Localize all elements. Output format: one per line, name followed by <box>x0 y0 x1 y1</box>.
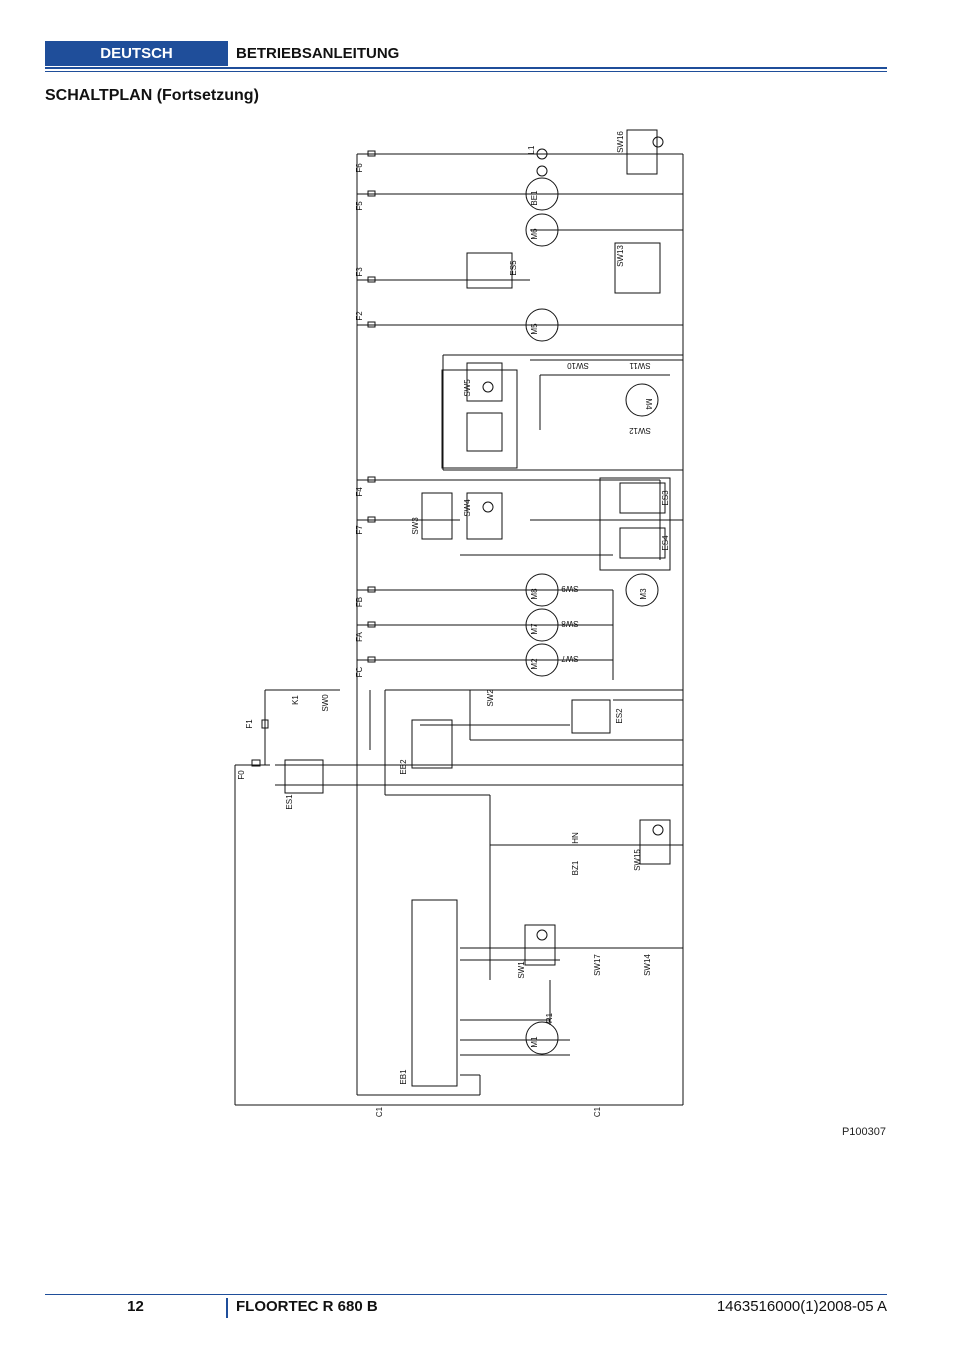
svg-text:M8: M8 <box>530 588 539 600</box>
svg-text:F7: F7 <box>355 525 364 535</box>
svg-text:SW8: SW8 <box>561 619 579 628</box>
svg-text:SW1: SW1 <box>517 961 526 979</box>
svg-text:M7: M7 <box>530 623 539 635</box>
svg-text:L1: L1 <box>527 145 536 154</box>
svg-text:M3: M3 <box>639 588 648 600</box>
svg-text:M6: M6 <box>530 228 539 240</box>
svg-text:M4: M4 <box>644 398 653 410</box>
svg-text:F5: F5 <box>355 201 364 211</box>
svg-text:ES4: ES4 <box>661 535 670 551</box>
svg-text:SW14: SW14 <box>643 954 652 976</box>
svg-text:FB: FB <box>355 597 364 607</box>
svg-text:SW17: SW17 <box>593 954 602 976</box>
svg-text:SW7: SW7 <box>561 654 579 663</box>
svg-text:FA: FA <box>355 631 364 641</box>
svg-text:F2: F2 <box>355 311 364 321</box>
header-rule <box>45 67 887 69</box>
svg-text:F0: F0 <box>237 770 246 780</box>
footer-rule <box>45 1294 887 1295</box>
svg-text:R1: R1 <box>545 1012 554 1023</box>
svg-text:ES1: ES1 <box>285 794 294 810</box>
footer-separator <box>226 1298 228 1318</box>
figure-code: P100307 <box>841 1126 886 1138</box>
svg-text:SW16: SW16 <box>616 131 625 153</box>
model-name: FLOORTEC R 680 B <box>236 1298 378 1315</box>
svg-text:C1: C1 <box>375 1106 384 1117</box>
svg-text:SW5: SW5 <box>463 379 472 397</box>
svg-text:EB2: EB2 <box>399 759 408 775</box>
svg-text:SW15: SW15 <box>633 849 642 871</box>
svg-text:ES5: ES5 <box>509 260 518 276</box>
svg-text:BZ1: BZ1 <box>571 860 580 875</box>
svg-text:M1: M1 <box>530 1036 539 1048</box>
svg-text:K1: K1 <box>291 695 300 705</box>
svg-text:ES2: ES2 <box>615 708 624 724</box>
svg-text:BE1: BE1 <box>530 190 539 206</box>
svg-text:HN: HN <box>571 832 580 844</box>
section-title: SCHALTPLAN (Fortsetzung) <box>45 87 259 104</box>
svg-text:C1: C1 <box>593 1106 602 1117</box>
svg-text:F4: F4 <box>355 487 364 497</box>
svg-text:SW3: SW3 <box>411 517 420 535</box>
svg-text:F3: F3 <box>355 267 364 277</box>
svg-text:SW2: SW2 <box>486 689 495 707</box>
wiring-diagram: F6 F5 F3 F2 F4 F7 FB FA FC F1 F0 BE1 M6 … <box>234 129 684 1117</box>
svg-text:M2: M2 <box>530 658 539 670</box>
svg-text:SW10: SW10 <box>567 361 589 370</box>
document-number: 1463516000(1)2008-05 A <box>716 1298 887 1315</box>
svg-text:FC: FC <box>355 666 364 677</box>
svg-text:F1: F1 <box>245 719 254 729</box>
svg-text:ES3: ES3 <box>661 490 670 506</box>
header-rule-thin <box>45 71 887 72</box>
svg-text:SW13: SW13 <box>616 245 625 267</box>
svg-text:SW4: SW4 <box>463 499 472 517</box>
page-number: 12 <box>127 1298 144 1315</box>
svg-text:SW11: SW11 <box>629 361 651 370</box>
svg-text:SW12: SW12 <box>629 426 651 435</box>
svg-text:F6: F6 <box>355 163 364 173</box>
language-tab: DEUTSCH <box>45 41 228 66</box>
svg-text:SW0: SW0 <box>321 694 330 712</box>
manual-title: BETRIEBSANLEITUNG <box>236 45 400 62</box>
svg-text:SW9: SW9 <box>561 584 579 593</box>
svg-text:M5: M5 <box>530 323 539 335</box>
svg-text:EB1: EB1 <box>399 1069 408 1085</box>
